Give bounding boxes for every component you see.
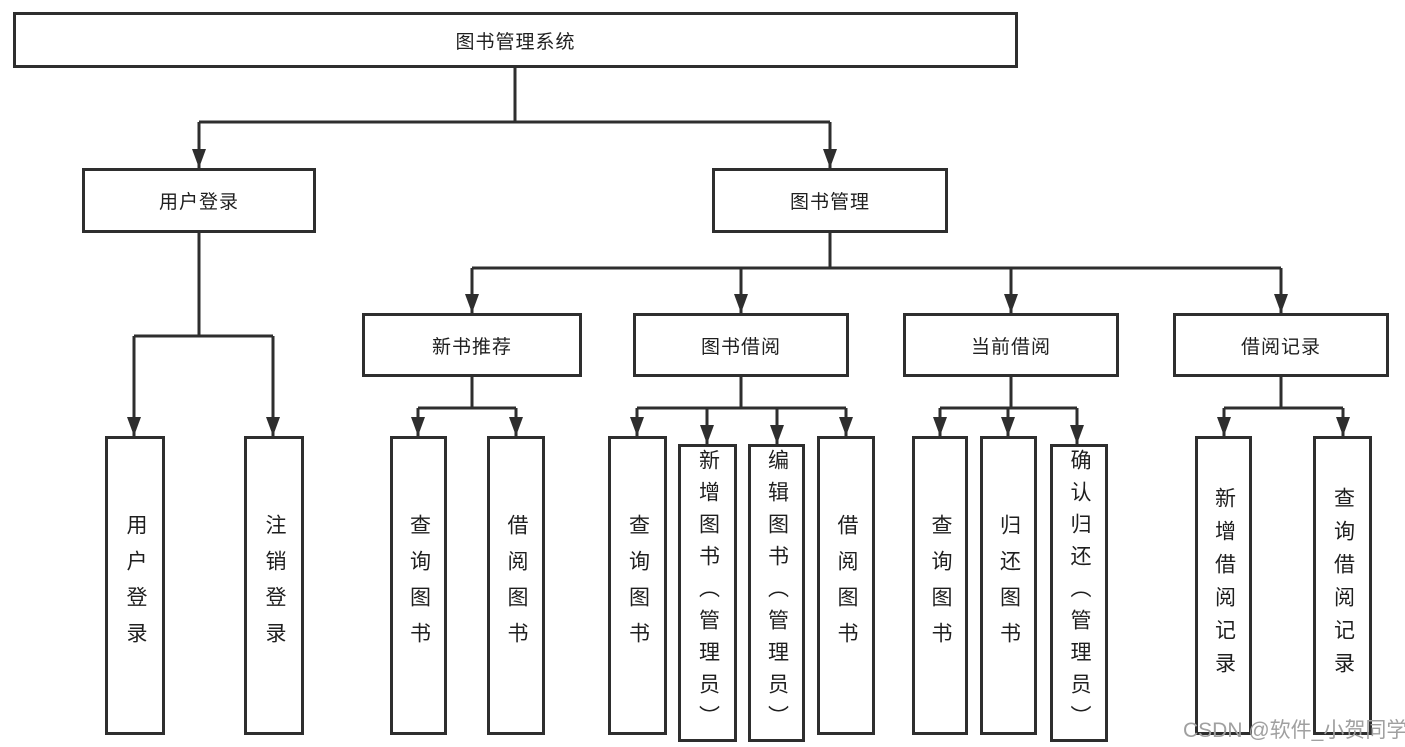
node-label: 图书借阅 <box>700 336 781 358</box>
csdn-watermark: CSDN @软件_小贺同学 <box>1183 719 1405 742</box>
leaf-label: 注销登录 <box>263 513 286 658</box>
node-label: 新书推荐 <box>431 336 512 358</box>
leaf-logout: 注销登录 <box>244 436 304 735</box>
node-new-book-recommendation: 新书推荐 <box>362 313 582 377</box>
node-book-borrowing: 图书借阅 <box>633 313 849 377</box>
leaf-query-books-3: 查询图书 <box>912 436 968 735</box>
node-label: 图书管理系统 <box>455 31 576 53</box>
leaf-query-books-2: 查询图书 <box>608 436 667 735</box>
leaf-label: 编辑图书（管理员） <box>765 449 789 737</box>
leaf-add-borrow-record: 新增借阅记录 <box>1195 436 1252 735</box>
node-borrowing-records: 借阅记录 <box>1173 313 1389 377</box>
leaf-query-books-1: 查询图书 <box>390 436 447 735</box>
node-label: 借阅记录 <box>1240 336 1321 358</box>
node-book-management: 图书管理 <box>712 168 948 233</box>
leaf-label: 归还图书 <box>997 513 1021 658</box>
node-library-management-system: 图书管理系统 <box>13 12 1018 68</box>
node-label: 用户登录 <box>158 192 239 213</box>
leaf-label: 查询图书 <box>929 513 952 658</box>
leaf-label: 用户登录 <box>124 513 147 658</box>
leaf-return-books: 归还图书 <box>980 436 1037 735</box>
node-current-borrowing: 当前借阅 <box>903 313 1119 377</box>
node-label: 图书管理 <box>789 192 870 213</box>
leaf-borrow-books-1: 借阅图书 <box>487 436 545 735</box>
node-label: 当前借阅 <box>970 336 1051 358</box>
leaf-label: 查询图书 <box>407 513 431 658</box>
node-user-login: 用户登录 <box>82 168 316 233</box>
leaf-confirm-return-admin: 确认归还（管理员） <box>1050 444 1108 742</box>
leaf-edit-book-admin: 编辑图书（管理员） <box>748 444 805 742</box>
leaf-label: 借阅图书 <box>505 513 528 658</box>
leaf-label: 借阅图书 <box>835 513 858 658</box>
leaf-label: 查询图书 <box>626 513 650 658</box>
leaf-borrow-books-2: 借阅图书 <box>817 436 875 735</box>
leaf-user-login: 用户登录 <box>105 436 165 735</box>
leaf-label: 确认归还（管理员） <box>1068 449 1091 737</box>
leaf-query-borrow-record: 查询借阅记录 <box>1313 436 1372 735</box>
leaf-label: 新增图书（管理员） <box>696 449 720 737</box>
leaf-add-book-admin: 新增图书（管理员） <box>678 444 737 742</box>
leaf-label: 新增借阅记录 <box>1212 486 1236 685</box>
leaf-label: 查询借阅记录 <box>1331 486 1355 685</box>
